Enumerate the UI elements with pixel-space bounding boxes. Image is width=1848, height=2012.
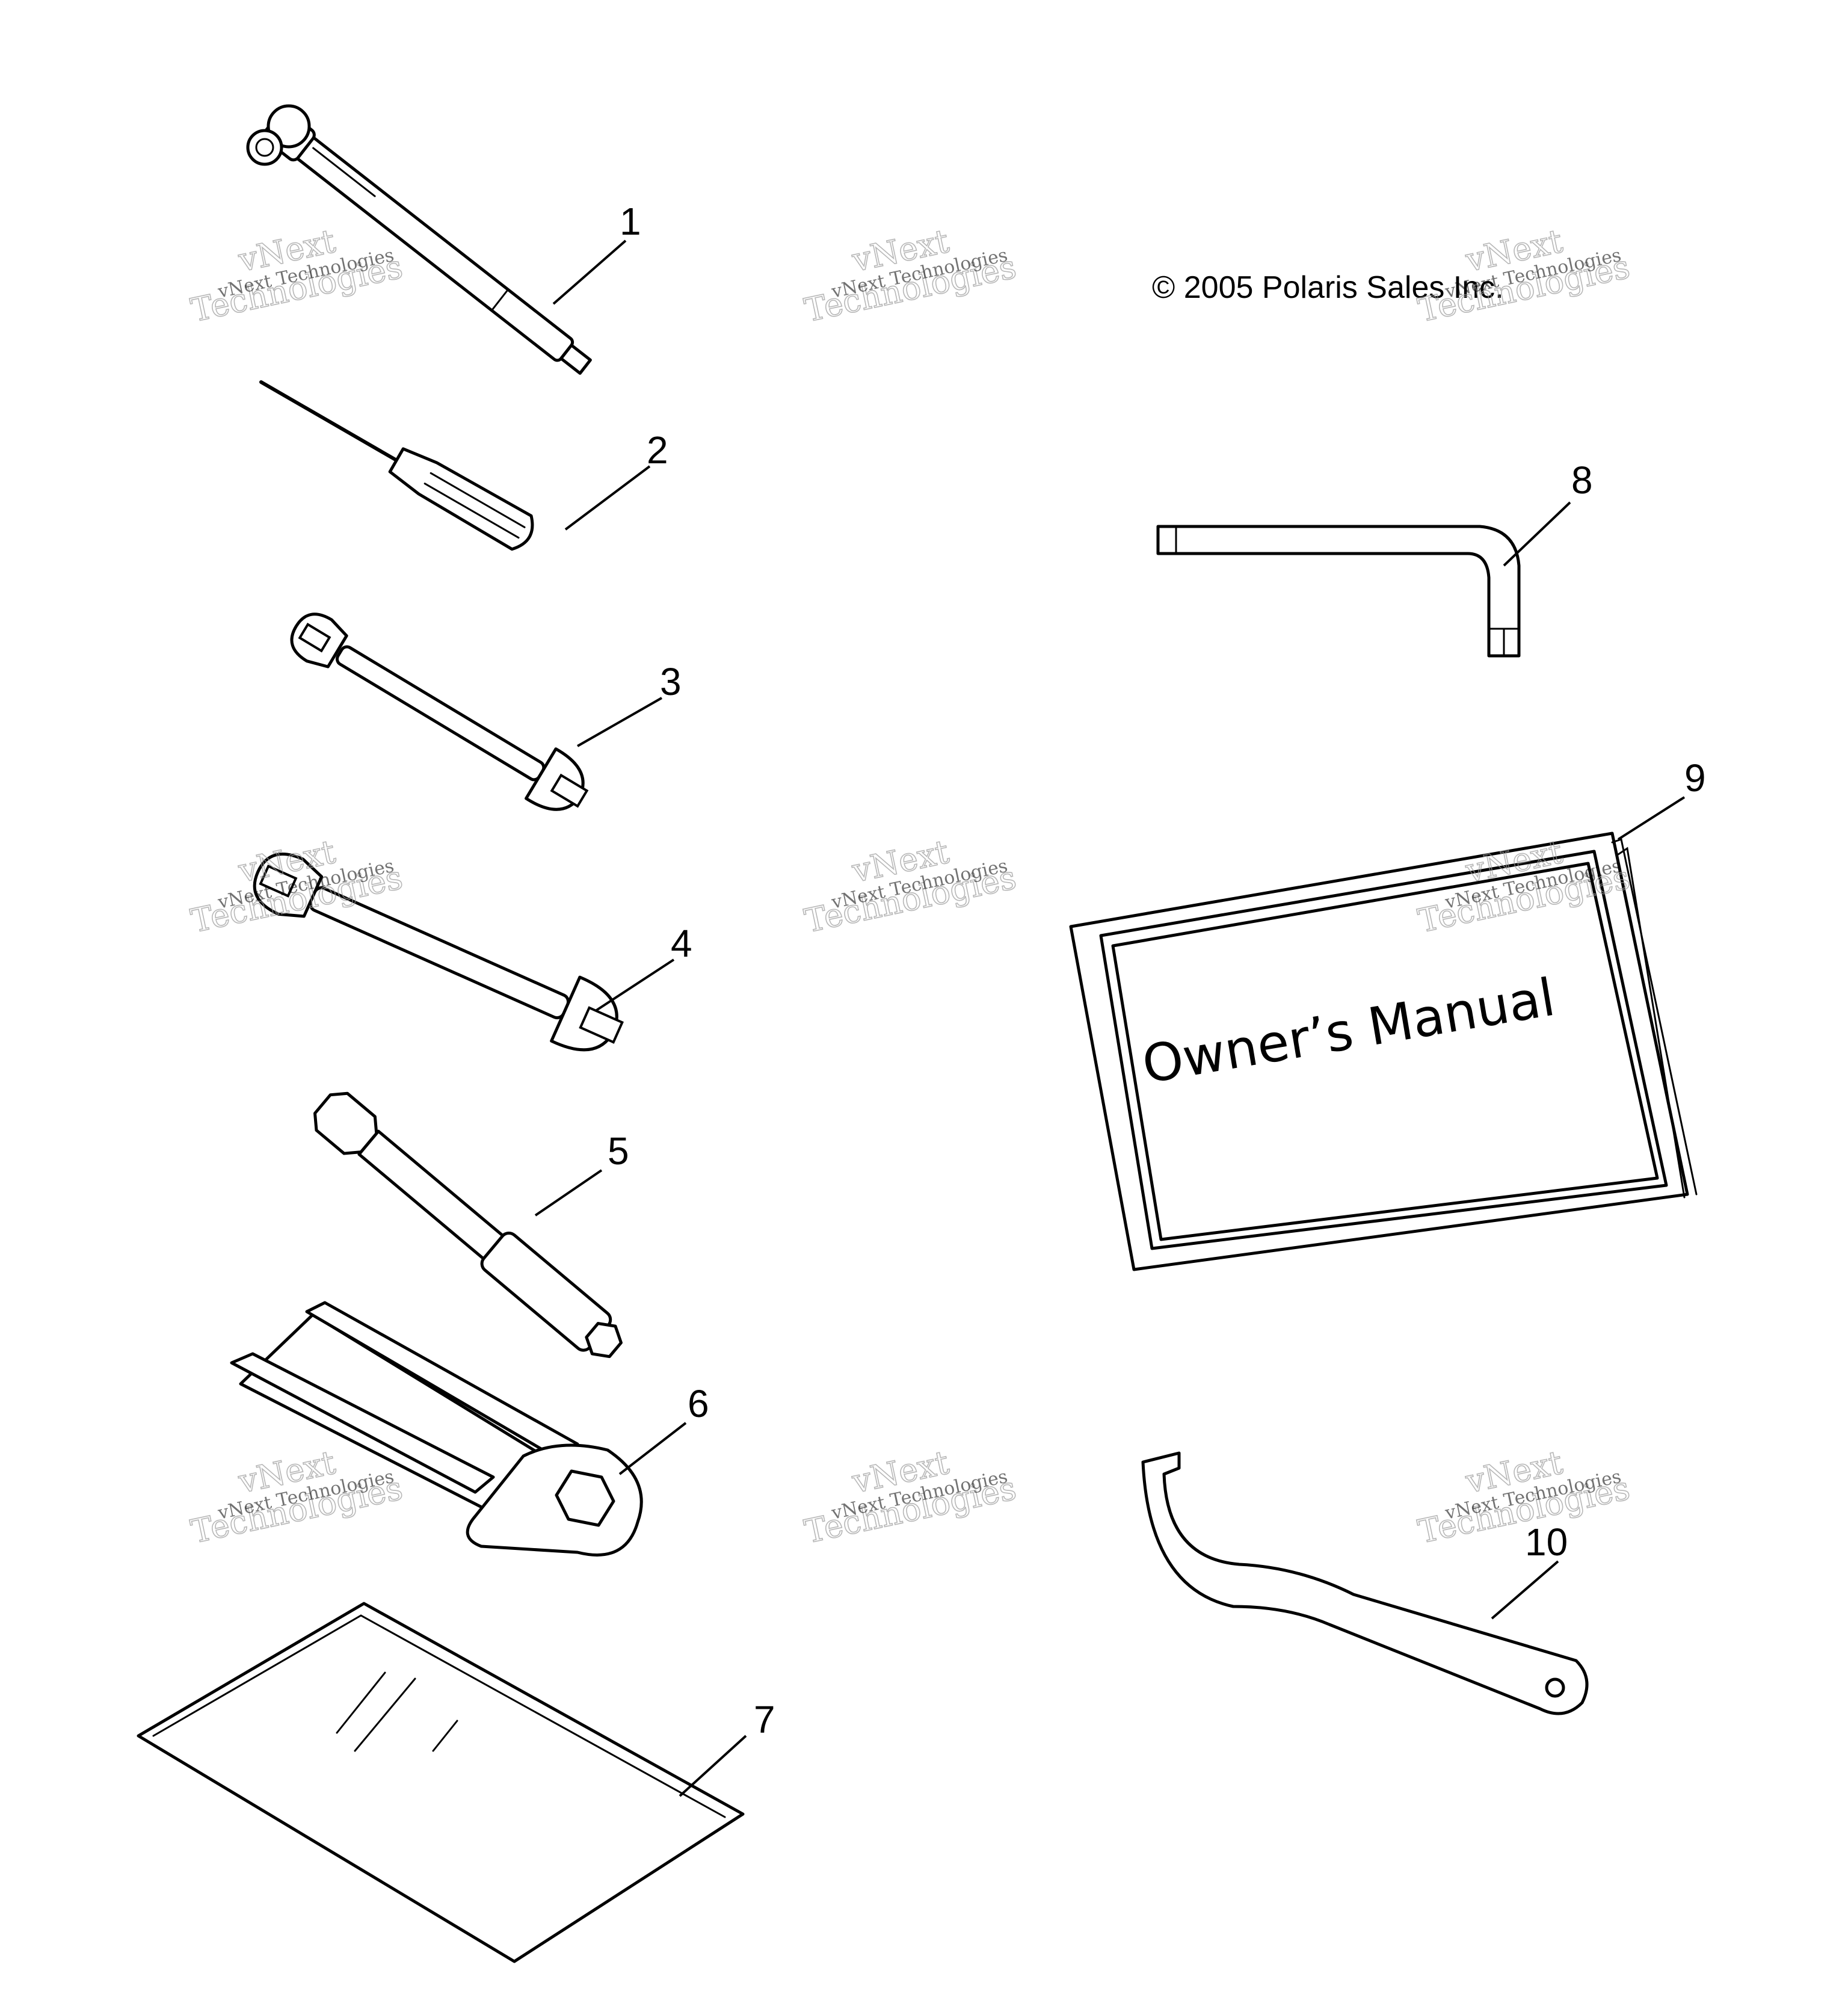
leader-lines — [534, 239, 1686, 1797]
callout-10: 10 — [1525, 1520, 1568, 1564]
watermark: vNext Technologies vNext Technologies — [1414, 221, 1633, 330]
callout-8: 8 — [1571, 458, 1593, 502]
part-4-wrench — [253, 853, 624, 1052]
callout-2: 2 — [647, 428, 668, 472]
part-3-wrench — [290, 613, 589, 811]
callout-numbers: 1 2 3 4 5 6 7 8 9 10 — [608, 200, 1706, 1741]
callout-9: 9 — [1684, 756, 1706, 800]
callout-4: 4 — [671, 922, 692, 965]
callout-5: 5 — [608, 1129, 629, 1173]
watermark: vNext Technologies vNext Technologies — [801, 221, 1020, 330]
part-5-socket-wrench — [313, 1091, 623, 1359]
part-9-owners-manual: Owner’s Manual — [1069, 832, 1698, 1271]
callout-1: 1 — [620, 200, 641, 243]
watermark: vNext Technologies vNext Technologies — [1414, 1443, 1633, 1551]
watermark: vNext Technologies vNext Technologies — [187, 221, 406, 330]
callout-3: 3 — [660, 660, 682, 703]
part-7-tool-bag — [137, 1602, 745, 1963]
part-1-tire-gauge — [246, 104, 592, 375]
part-2-screwdriver — [259, 380, 534, 551]
callout-7: 7 — [754, 1698, 775, 1741]
part-6-combination-tool — [230, 1301, 643, 1557]
part-10-spanner-wrench — [1141, 1451, 1589, 1715]
watermark: vNext Technologies vNext Technologies — [801, 832, 1020, 940]
watermark: vNext Technologies vNext Technologies — [187, 832, 406, 940]
copyright-notice: © 2005 Polaris Sales Inc. — [1152, 270, 1504, 305]
part-8-hex-key — [1156, 525, 1521, 658]
watermark: vNext Technologies vNext Technologies — [801, 1443, 1020, 1551]
callout-6: 6 — [688, 1382, 709, 1425]
